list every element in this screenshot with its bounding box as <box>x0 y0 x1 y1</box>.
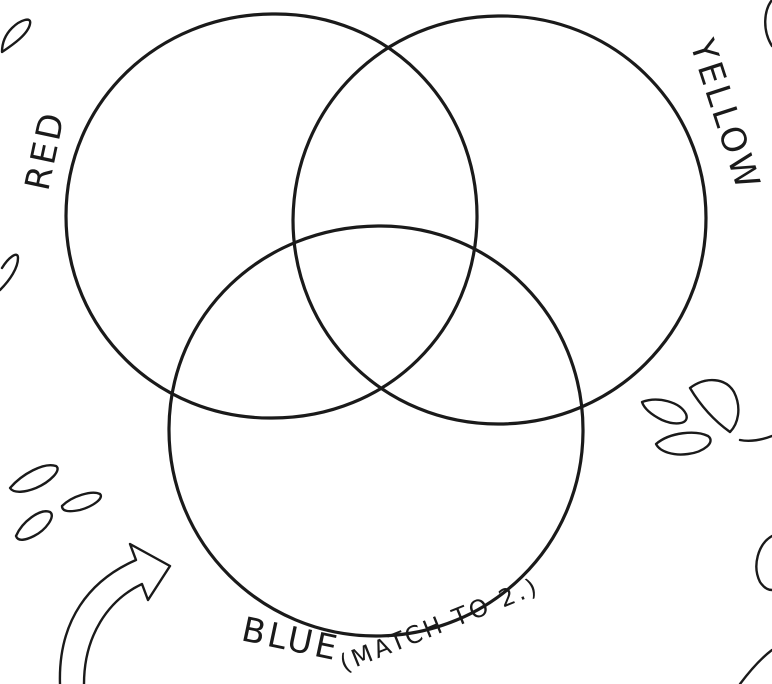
blue-circle <box>169 226 583 636</box>
leaf-stem-right <box>740 436 772 441</box>
leaf-doodle-right-1 <box>690 380 738 432</box>
blue-label-suffix: (MATCH TO 2.) <box>336 572 544 678</box>
blue-label: BLUE <box>238 610 343 670</box>
leaf-doodle-top-left <box>2 20 30 52</box>
red-circle <box>66 14 477 418</box>
venn-circles <box>66 14 706 636</box>
droplet-doodle-1 <box>10 465 58 492</box>
leaf-doodle-right-3 <box>656 433 711 455</box>
yellow-circle <box>293 16 706 424</box>
leaf-doodle-right-2 <box>642 400 687 424</box>
arc-doodle-top-right <box>765 0 772 46</box>
line-doodle-bottom-right <box>740 650 772 684</box>
curved-arrow-doodle <box>60 544 170 684</box>
yellow-label: YELLOW <box>681 33 768 196</box>
red-label: RED <box>18 107 74 194</box>
arc-doodle-right <box>756 536 772 590</box>
droplet-doodle-3 <box>62 493 101 511</box>
leaf-doodle-left <box>0 255 18 290</box>
droplet-doodle-2 <box>16 511 52 539</box>
